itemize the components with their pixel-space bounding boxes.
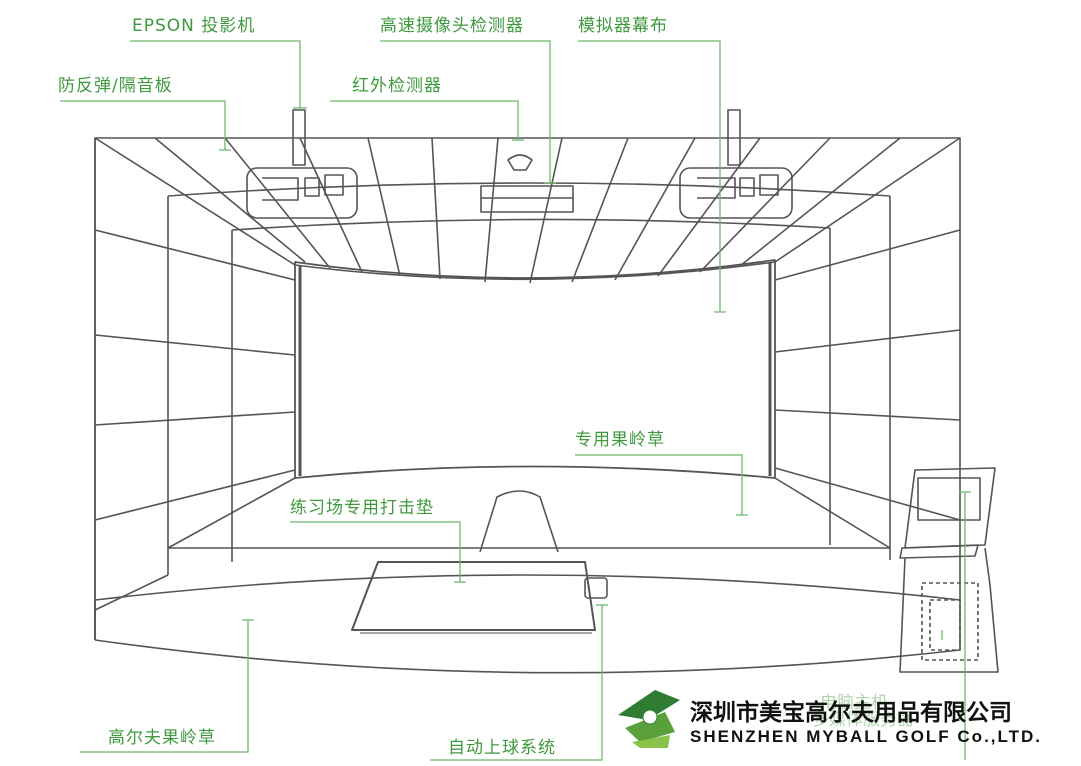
right-wall-panels <box>774 196 961 560</box>
ceiling-grid <box>94 137 961 284</box>
left-wall-panels <box>94 138 296 640</box>
label-console-ghost-2: 多媒体服务器 <box>812 710 914 730</box>
label-golf-turf: 高尔夫果岭草 <box>108 728 216 748</box>
label-camera-sensor: 高速摄像头检测器 <box>380 16 524 36</box>
label-projector: EPSON 投影机 <box>132 16 256 36</box>
company-logo-icon <box>618 690 680 748</box>
label-auto-tee: 自动上球系统 <box>448 738 556 758</box>
company-name-en: SHENZHEN MYBALL GOLF Co.,LTD. <box>690 727 1043 746</box>
auto-tee-device <box>584 577 608 599</box>
label-infrared-sensor: 红外检测器 <box>352 76 442 96</box>
camera-sensor <box>480 154 574 213</box>
label-turf-special: 专用果岭草 <box>575 430 665 450</box>
console-kiosk <box>899 467 999 673</box>
label-console-ghost-1: 电脑主机 <box>820 693 888 713</box>
company-name-cn: 深圳市美宝高尔夫用品有限公司 <box>690 700 1012 726</box>
label-acoustic-panel: 防反弹/隔音板 <box>58 76 173 96</box>
floor <box>94 477 961 674</box>
label-screen: 模拟器幕布 <box>578 16 668 36</box>
label-hitting-mat: 练习场专用打击垫 <box>290 498 434 518</box>
projector-right <box>679 109 793 219</box>
projector-left <box>246 109 358 219</box>
projection-screen <box>294 259 776 479</box>
callout-leaders <box>60 40 971 761</box>
hitting-mat <box>351 561 596 634</box>
tee-ramp <box>479 490 559 553</box>
